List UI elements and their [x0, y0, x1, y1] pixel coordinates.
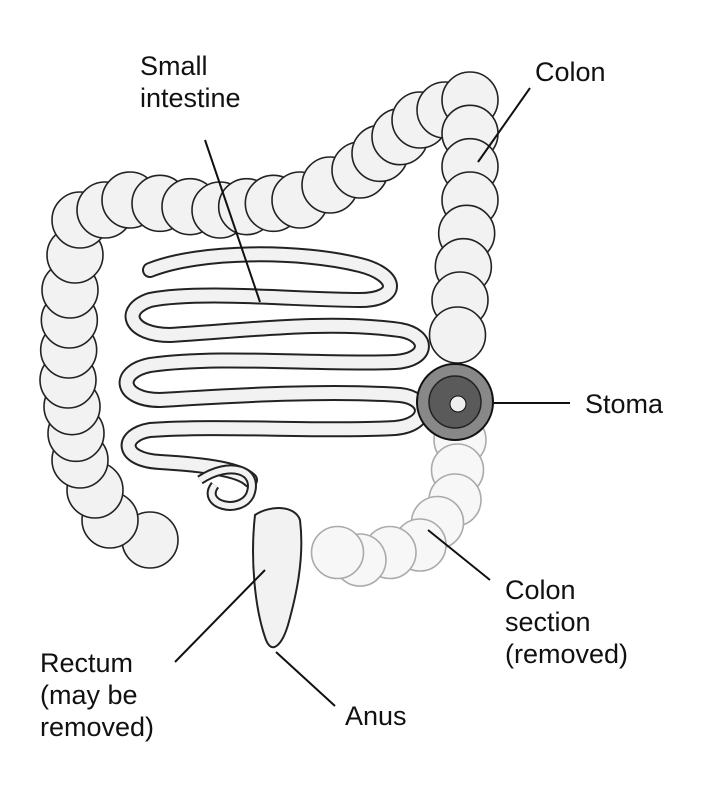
leader-lines	[174, 87, 570, 707]
leader-colon	[477, 87, 531, 163]
stoma	[416, 363, 494, 441]
leader-anus	[275, 651, 336, 707]
colon	[39, 71, 499, 569]
removed-colon-section	[310, 413, 487, 587]
label-colon-section: Colon section (removed)	[505, 575, 629, 669]
small-intestine	[118, 246, 430, 511]
label-stoma: Stoma	[585, 389, 664, 419]
leader-rectum	[174, 569, 266, 663]
label-rectum: Rectum (may be removed)	[40, 648, 155, 742]
colon-segment	[428, 306, 487, 364]
leader-small-intestine	[204, 139, 261, 303]
removed-colon-segment	[310, 525, 365, 580]
label-colon: Colon	[535, 57, 606, 87]
label-small-intestine: Small intestine	[140, 51, 241, 113]
leader-colon-section	[427, 529, 491, 581]
rectum	[252, 507, 303, 649]
label-anus: Anus	[345, 701, 407, 731]
